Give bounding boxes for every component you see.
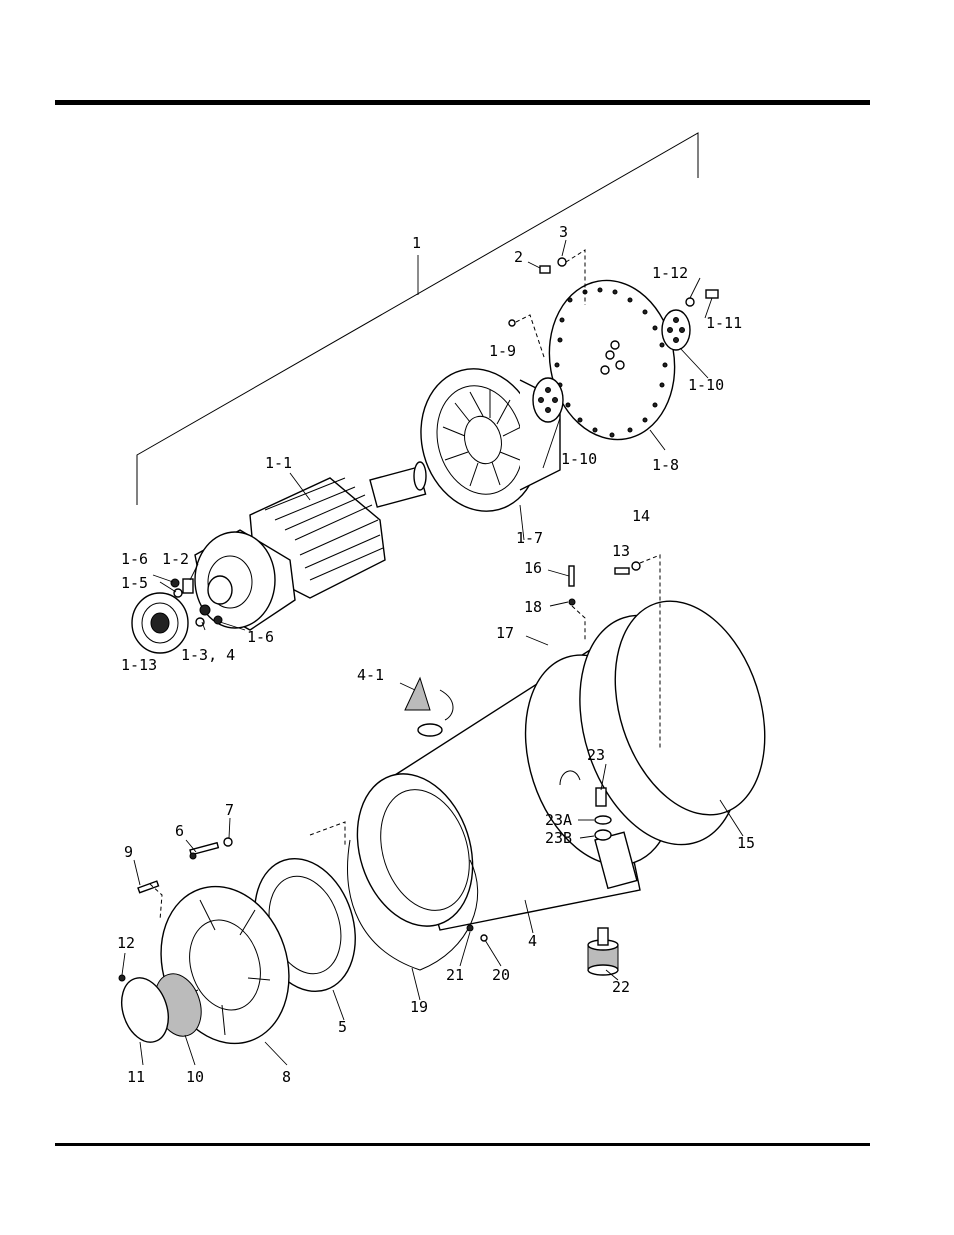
label-1-3-4: 1-3, 4 (181, 646, 235, 664)
label-1-12: 1-12 (652, 264, 688, 282)
label-12: 12 (117, 934, 135, 952)
label-8: 8 (282, 1068, 291, 1086)
label-1-6-lower: 1-6 (247, 628, 274, 646)
label-15: 15 (737, 834, 755, 852)
label-23: 23 (587, 746, 605, 764)
label-9: 9 (124, 843, 133, 861)
fan (405, 355, 560, 524)
label-5: 5 (338, 1018, 347, 1036)
label-10: 10 (186, 1068, 204, 1086)
label-23A: 23A (545, 811, 572, 829)
label-13: 13 (612, 542, 630, 560)
label-20: 20 (492, 966, 510, 984)
rubber-mount (588, 928, 618, 975)
label-1-7: 1-7 (516, 529, 543, 547)
rotor-assembly (195, 462, 426, 630)
label-1-10-right: 1-10 (688, 376, 724, 394)
label-1-9: 1-9 (489, 342, 516, 360)
label-7: 7 (225, 801, 234, 819)
label-4: 4 (528, 932, 537, 950)
label-1-1: 1-1 (265, 454, 292, 472)
label-18: 18 (524, 598, 542, 616)
label-11: 11 (127, 1068, 145, 1086)
label-1-10-left: 1-10 (561, 450, 597, 468)
label-23B: 23B (545, 829, 572, 847)
label-2: 2 (514, 248, 523, 266)
label-16: 16 (524, 559, 542, 577)
label-19: 19 (410, 998, 428, 1016)
label-1-6-upper: 1-6 (121, 550, 148, 568)
label-1-8: 1-8 (652, 456, 679, 474)
label-17: 17 (496, 624, 514, 642)
label-1-2: 1-2 (162, 550, 189, 568)
label-21: 21 (446, 966, 464, 984)
label-3: 3 (559, 223, 568, 241)
bearing (132, 593, 188, 653)
label-6: 6 (175, 822, 184, 840)
label-1-11: 1-11 (706, 314, 742, 332)
label-1-13: 1-13 (121, 656, 157, 674)
label-22: 22 (612, 978, 630, 996)
label-1: 1 (412, 234, 421, 252)
label-14: 14 (632, 507, 650, 525)
grommet (405, 678, 453, 720)
label-1-5: 1-5 (121, 574, 148, 592)
label-4-1: 4-1 (357, 666, 384, 684)
